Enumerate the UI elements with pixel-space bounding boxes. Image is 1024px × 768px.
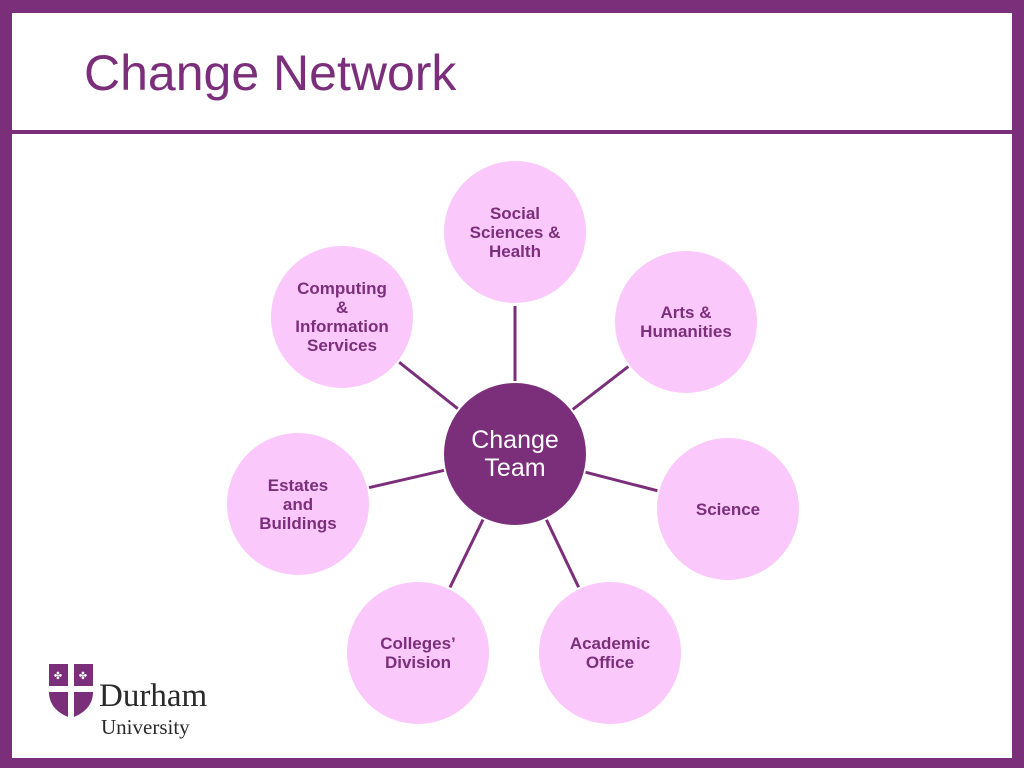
node-social-sciences-health: Social Sciences & Health bbox=[442, 159, 588, 305]
durham-university-logo: ✤ ✤ Durham University bbox=[47, 660, 237, 750]
node-estates-buildings: Estates and Buildings bbox=[225, 431, 371, 577]
node-colleges-division: Colleges’ Division bbox=[345, 580, 491, 726]
logo-subtitle: University bbox=[101, 715, 190, 739]
svg-text:✤: ✤ bbox=[54, 671, 62, 682]
node-computing-information-services: Computing & Information Services bbox=[269, 244, 415, 390]
node-academic-office: Academic Office bbox=[537, 580, 683, 726]
node-change-team: Change Team bbox=[442, 381, 588, 527]
change-network-diagram: Social Sciences & Health Arts & Humaniti… bbox=[12, 134, 1012, 758]
slide-title: Change Network bbox=[84, 45, 457, 101]
logo-wordmark: Durham bbox=[99, 678, 208, 714]
node-science: Science bbox=[655, 436, 801, 582]
node-arts-humanities: Arts & Humanities bbox=[613, 249, 759, 395]
durham-shield-icon: ✤ ✤ bbox=[49, 664, 93, 718]
title-divider bbox=[12, 130, 1012, 134]
svg-text:✤: ✤ bbox=[79, 671, 87, 682]
